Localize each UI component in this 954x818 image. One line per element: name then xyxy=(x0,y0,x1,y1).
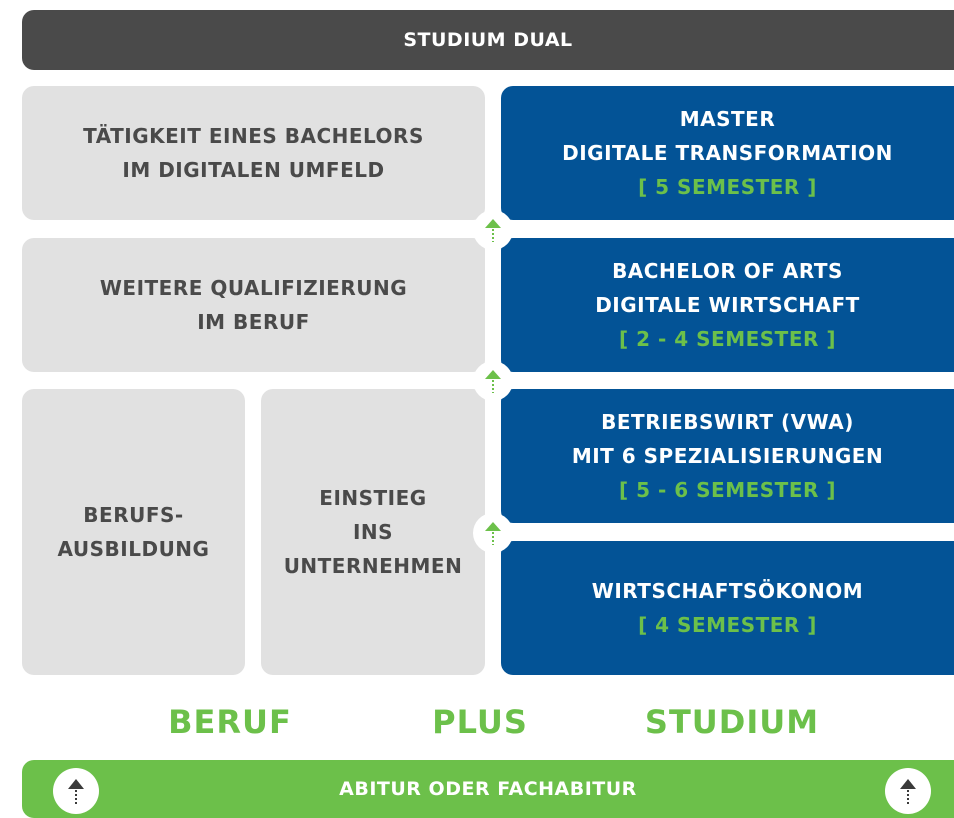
bachelor-line2: DIGITALE WIRTSCHAFT xyxy=(595,293,860,317)
further-qualification-line2: IM BERUF xyxy=(197,310,310,334)
wirtschaftsoekonom-duration: [ 4 SEMESTER ] xyxy=(638,613,817,637)
bachelor-line1: BACHELOR OF ARTS xyxy=(612,259,843,283)
arrow-up-circle-icon xyxy=(53,768,99,814)
arrow-up-circle-icon xyxy=(885,768,931,814)
einstieg-line1: EINSTIEG xyxy=(319,486,427,510)
arrow-up-icon xyxy=(473,361,513,401)
label-plus: PLUS xyxy=(432,703,528,741)
further-qualification-box: WEITERE QUALIFIZIERUNG IM BERUF xyxy=(22,238,485,372)
arrow-up-icon xyxy=(473,210,513,250)
einstieg-line2: INS xyxy=(352,520,394,544)
arrow-up-icon xyxy=(473,513,513,553)
bachelor-box: BACHELOR OF ARTS DIGITALE WIRTSCHAFT [ 2… xyxy=(501,238,954,372)
label-beruf: BERUF xyxy=(168,703,292,741)
master-line2: DIGITALE TRANSFORMATION xyxy=(562,141,893,165)
wirtschaftsoekonom-line1: WIRTSCHAFTSÖKONOM xyxy=(591,579,864,603)
header-title: STUDIUM DUAL xyxy=(403,29,573,51)
activity-bachelor-box: TÄTIGKEIT EINES BACHELORS IM DIGITALEN U… xyxy=(22,86,485,220)
master-line1: MASTER xyxy=(679,107,776,131)
betriebswirt-line2: MIT 6 SPEZIALISIERUNGEN xyxy=(571,444,884,468)
betriebswirt-box: BETRIEBSWIRT (VWA) MIT 6 SPEZIALISIERUNG… xyxy=(501,389,954,523)
berufsausbildung-line2: AUSBILDUNG xyxy=(57,537,210,561)
einstieg-line3: UNTERNEHMEN xyxy=(283,554,463,578)
master-box: MASTER DIGITALE TRANSFORMATION [ 5 SEMES… xyxy=(501,86,954,220)
master-duration: [ 5 SEMESTER ] xyxy=(638,175,817,199)
einstieg-box: EINSTIEG INS UNTERNEHMEN xyxy=(261,389,485,675)
berufsausbildung-box: BERUFS- AUSBILDUNG xyxy=(22,389,245,675)
footer-bar: ABITUR ODER FACHABITUR xyxy=(22,760,954,818)
bachelor-duration: [ 2 - 4 SEMESTER ] xyxy=(619,327,836,351)
further-qualification-line1: WEITERE QUALIFIZIERUNG xyxy=(99,276,408,300)
betriebswirt-line1: BETRIEBSWIRT (VWA) xyxy=(601,410,854,434)
activity-bachelor-line1: TÄTIGKEIT EINES BACHELORS xyxy=(83,124,424,148)
footer-title: ABITUR ODER FACHABITUR xyxy=(339,778,637,800)
label-studium: STUDIUM xyxy=(644,703,820,741)
header-bar: STUDIUM DUAL xyxy=(22,10,954,70)
betriebswirt-duration: [ 5 - 6 SEMESTER ] xyxy=(619,478,836,502)
wirtschaftsoekonom-box: WIRTSCHAFTSÖKONOM [ 4 SEMESTER ] xyxy=(501,541,954,675)
berufsausbildung-line1: BERUFS- xyxy=(83,503,184,527)
activity-bachelor-line2: IM DIGITALEN UMFELD xyxy=(122,158,385,182)
